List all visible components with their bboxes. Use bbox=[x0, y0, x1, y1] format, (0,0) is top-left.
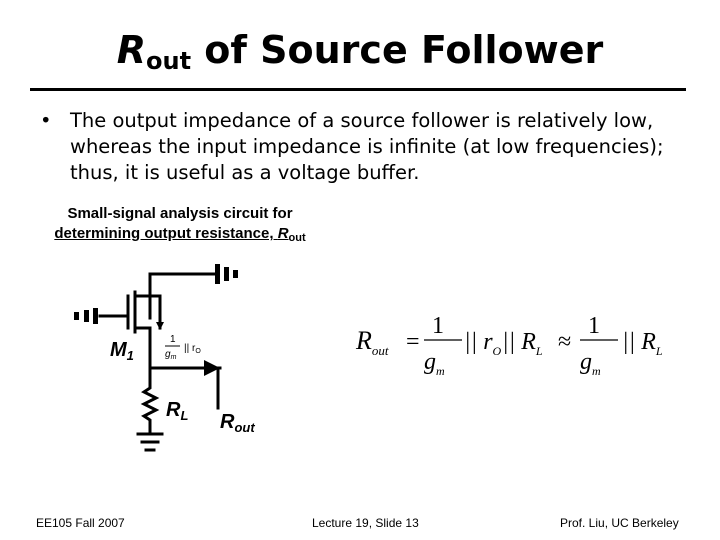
drain-wire bbox=[148, 272, 217, 320]
formula-den-1: gm bbox=[424, 349, 445, 378]
rout-label: Rout bbox=[220, 411, 255, 435]
formula-num-1: 1 bbox=[432, 313, 444, 339]
source-arrow-icon bbox=[156, 322, 164, 330]
formula-par-3: || RL bbox=[622, 329, 663, 358]
title-r-subscript: out bbox=[146, 47, 192, 75]
inner-path bbox=[148, 294, 162, 330]
formula-par-2: || RL bbox=[502, 329, 543, 358]
source-follower-circuit: M1 1 gm || rO RL Rout bbox=[74, 264, 255, 452]
caption-line-2-prefix: determining output resistance, bbox=[54, 225, 278, 242]
inner-resistance-label: 1 bbox=[170, 334, 176, 345]
formula-equals: = bbox=[406, 329, 420, 355]
footer-slide-number: Lecture 19, Slide 13 bbox=[312, 516, 419, 530]
bullet-text: The output impedance of a source followe… bbox=[70, 109, 664, 184]
title-rest: of Source Follower bbox=[191, 28, 604, 72]
circuit-caption: Small-signal analysis circuit for determ… bbox=[30, 204, 330, 248]
footer-author: Prof. Liu, UC Berkeley bbox=[560, 516, 679, 530]
bullet-marker: • bbox=[40, 109, 52, 132]
load-resistor bbox=[140, 366, 160, 436]
gate-bias-icon bbox=[74, 308, 98, 324]
slide-title: Rout of Source Follower bbox=[0, 28, 720, 75]
inner-den-label: gm bbox=[165, 349, 177, 361]
transistor-label: M1 bbox=[110, 339, 134, 363]
rout-formula: Rout = 1 gm || rO || RL ≈ 1 gm || RL bbox=[355, 313, 663, 378]
title-r: R bbox=[116, 28, 146, 72]
caption-line-1: Small-signal analysis circuit for bbox=[67, 205, 293, 222]
inner-par-label: || rO bbox=[184, 343, 201, 355]
caption-r: R bbox=[277, 225, 289, 242]
footer-course: EE105 Fall 2007 bbox=[36, 516, 125, 530]
formula-approx: ≈ bbox=[558, 329, 571, 355]
formula-den-2: gm bbox=[580, 349, 601, 378]
formula-num-2: 1 bbox=[588, 313, 600, 339]
caption-r-subscript: out bbox=[288, 232, 306, 244]
bullet-point: • The output impedance of a source follo… bbox=[40, 108, 690, 186]
rout-arrow-icon bbox=[204, 360, 220, 376]
caption-line-2: determining output resistance, Rout bbox=[30, 224, 330, 248]
title-rule bbox=[30, 88, 686, 91]
load-label: RL bbox=[166, 399, 188, 423]
formula-lhs: Rout bbox=[355, 326, 389, 358]
vdd-supply-icon bbox=[215, 264, 238, 284]
formula-mid: || rO bbox=[464, 329, 502, 358]
